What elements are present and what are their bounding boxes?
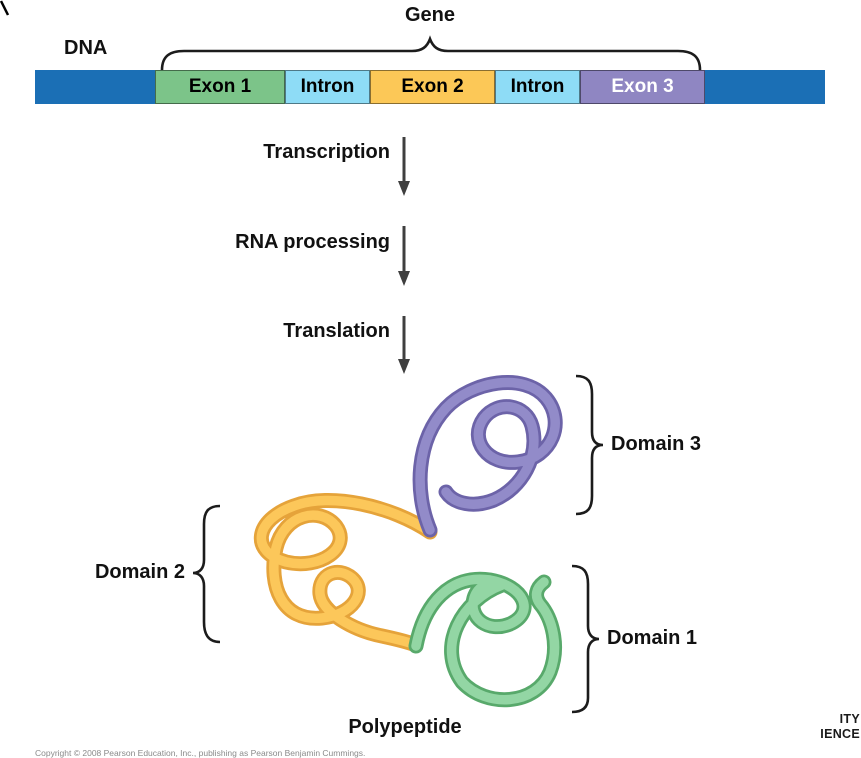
copyright-text: Copyright © 2008 Pearson Education, Inc.…: [35, 748, 366, 758]
dna-label: DNA: [64, 37, 108, 59]
segment-exon-3: Exon 3: [580, 70, 705, 104]
rna-processing-label: RNA processing: [235, 231, 390, 253]
domain2-brace: [192, 504, 221, 644]
domain1-brace: [571, 564, 600, 714]
domain-3-label: Domain 3: [611, 433, 702, 455]
segment-exon-1: Exon 1: [155, 70, 285, 104]
segment-exon-2-label: Exon 2: [401, 76, 464, 97]
segment-intron-1-label: Intron: [300, 76, 355, 97]
translation-label: Translation: [283, 320, 390, 342]
rna-processing-arrow-head: [398, 271, 410, 286]
gene-brace: [160, 35, 702, 72]
domain1-ribbon: [411, 574, 560, 705]
segment-intron-2: Intron: [495, 70, 580, 104]
segment-intron-1: Intron: [285, 70, 370, 104]
segment-exon-2: Exon 2: [370, 70, 495, 104]
cropped-corner-text-line2: IENCE: [820, 727, 860, 741]
gene-label: Gene: [404, 4, 456, 26]
segment-exon-1-label: Exon 1: [188, 76, 252, 97]
cropped-corner-text-line1: ITY: [839, 712, 860, 726]
dna-bar: Exon 1 Intron Exon 2 Intron Exon 3: [35, 70, 825, 104]
polypeptide-ribbons: [253, 375, 563, 708]
domain3-brace: [575, 374, 604, 516]
transcription-arrow-head: [398, 181, 410, 196]
domain2-ribbon: [256, 495, 435, 650]
polypeptide-label: Polypeptide: [348, 716, 462, 738]
translation-arrow-head: [398, 359, 410, 374]
domain3-ribbon: [415, 377, 560, 535]
translation-arrow-icon: [398, 316, 410, 374]
cropped-corner-text: ITY IENCE: [820, 712, 860, 742]
rna-processing-arrow-icon: [398, 226, 410, 286]
transcription-label: Transcription: [263, 141, 390, 163]
transcription-arrow-icon: [398, 137, 410, 196]
domain-1-label: Domain 1: [607, 627, 698, 649]
segment-intron-2-label: Intron: [510, 76, 565, 97]
domain-2-label: Domain 2: [94, 561, 185, 583]
segment-exon-3-label: Exon 3: [611, 76, 674, 97]
corner-crop-mark: [0, 0, 10, 16]
